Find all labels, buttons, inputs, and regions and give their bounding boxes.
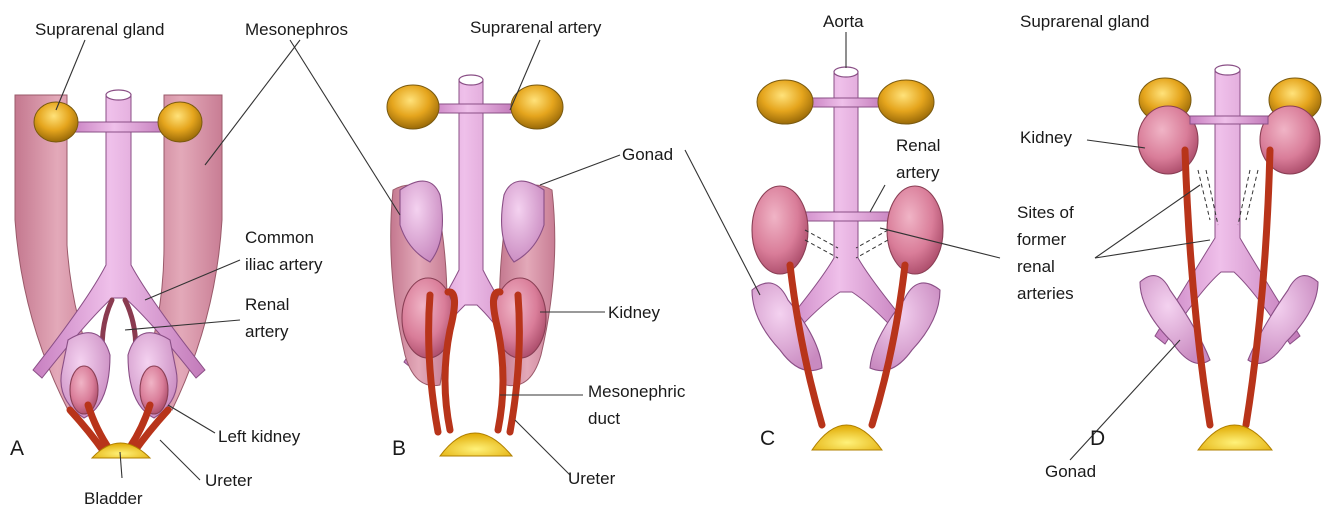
label-suprarenal-gland-a: Suprarenal gland <box>35 20 164 39</box>
label-gonad-b: Gonad <box>622 145 673 164</box>
suprarenal-gland-left <box>387 85 439 129</box>
label-common-iliac-2: iliac artery <box>245 255 323 274</box>
suprarenal-artery <box>70 122 168 132</box>
kidney-right <box>887 186 943 274</box>
label-gonad-d: Gonad <box>1045 462 1096 481</box>
label-suprarenal-artery: Suprarenal artery <box>470 18 602 37</box>
panel-letter-b: B <box>392 437 406 460</box>
bladder <box>440 433 512 456</box>
suprarenal-gland-right <box>158 102 202 142</box>
label-common-iliac-1: Common <box>245 228 314 247</box>
label-mesonephric-1: Mesonephric <box>588 382 686 401</box>
kidney-left <box>1138 106 1198 174</box>
renal-artery <box>1190 116 1268 124</box>
aorta-lumen <box>106 90 131 100</box>
suprarenal-gland-right <box>511 85 563 129</box>
label-ureter-b: Ureter <box>568 469 616 488</box>
label-sites-2: former <box>1017 230 1066 249</box>
label-mesonephros: Mesonephros <box>245 20 348 39</box>
former-renal-artery-right <box>856 230 888 258</box>
label-renal-artery-a-2: artery <box>245 322 289 341</box>
label-bladder: Bladder <box>84 489 143 508</box>
former-renal-artery-right <box>1238 170 1258 225</box>
panel-c <box>752 67 943 450</box>
panel-d <box>1138 65 1321 450</box>
panel-b <box>387 75 563 456</box>
label-left-kidney: Left kidney <box>218 427 301 446</box>
former-renal-artery-left <box>805 230 838 258</box>
label-ureter-a: Ureter <box>205 471 253 490</box>
suprarenal-gland-left <box>34 102 78 142</box>
label-mesonephric-2: duct <box>588 409 620 428</box>
bladder <box>1198 425 1272 450</box>
label-aorta: Aorta <box>823 12 864 31</box>
bladder <box>812 425 882 450</box>
kidney-left <box>752 186 808 274</box>
label-suprarenal-gland-d: Suprarenal gland <box>1020 12 1149 31</box>
panel-letter-d: D <box>1090 427 1105 450</box>
label-renal-artery-c-2: artery <box>896 163 940 182</box>
aorta-lumen <box>834 67 858 77</box>
label-sites-1: Sites of <box>1017 203 1074 222</box>
label-sites-4: arteries <box>1017 284 1074 303</box>
label-sites-3: renal <box>1017 257 1055 276</box>
label-kidney-d: Kidney <box>1020 128 1072 147</box>
aorta-lumen <box>459 75 483 85</box>
kidney-left <box>70 366 98 414</box>
label-renal-artery-c-1: Renal <box>896 136 940 155</box>
aorta-lumen <box>1215 65 1240 75</box>
label-kidney-b: Kidney <box>608 303 660 322</box>
suprarenal-gland-right <box>878 80 934 124</box>
kidney-right <box>140 366 168 414</box>
panel-letter-a: A <box>10 437 24 460</box>
suprarenal-gland-left <box>757 80 813 124</box>
panel-letter-c: C <box>760 427 775 450</box>
label-renal-artery-a-1: Renal <box>245 295 289 314</box>
suprarenal-artery <box>430 104 514 113</box>
leader-lines <box>56 32 1210 480</box>
panel-a <box>15 90 222 458</box>
suprarenal-artery <box>808 98 884 107</box>
